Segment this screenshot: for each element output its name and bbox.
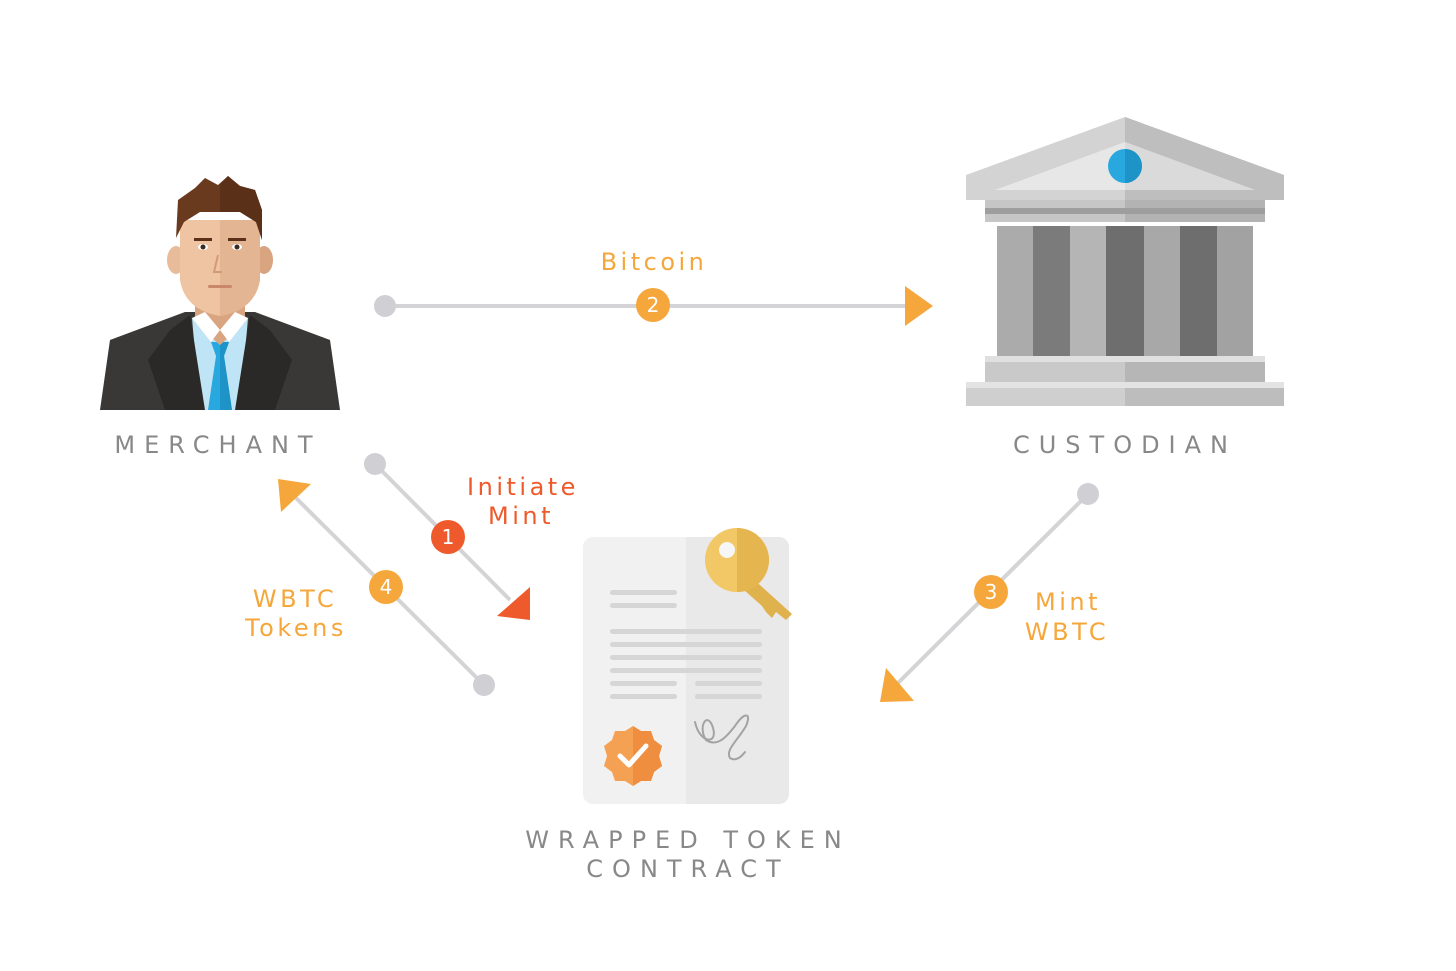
initiate-mint-label-line2: Mint: [488, 502, 554, 530]
svg-text:4: 4: [380, 575, 393, 599]
businessman-icon: [100, 176, 340, 410]
bitcoin-label: Bitcoin: [601, 248, 708, 276]
step-badge-1: 1: [431, 520, 465, 554]
svg-text:3: 3: [985, 580, 998, 604]
contract-label-line2: CONTRACT: [586, 855, 789, 883]
bank-building-icon: [966, 117, 1284, 406]
key-icon: [705, 528, 792, 620]
wbtc-tokens-label-line1: WBTC: [253, 585, 337, 613]
svg-text:2: 2: [647, 293, 660, 317]
custodian-label: CUSTODIAN: [1013, 431, 1237, 459]
svg-text:1: 1: [442, 525, 455, 549]
step-badge-3: 3: [974, 575, 1008, 609]
checkmark-seal-icon: [604, 726, 662, 786]
wbtc-tokens-label-line2: Tokens: [244, 614, 347, 642]
mint-wbtc-label-line2: WBTC: [1025, 618, 1109, 646]
step-badge-4: 4: [369, 570, 403, 604]
signed-document-icon: [583, 528, 792, 804]
contract-label-line1: WRAPPED TOKEN: [525, 826, 850, 854]
mint-wbtc-label-line1: Mint: [1035, 588, 1101, 616]
merchant-label: MERCHANT: [114, 431, 321, 459]
step-badge-2: 2: [636, 288, 670, 322]
initiate-mint-label-line1: Initiate: [467, 473, 579, 501]
